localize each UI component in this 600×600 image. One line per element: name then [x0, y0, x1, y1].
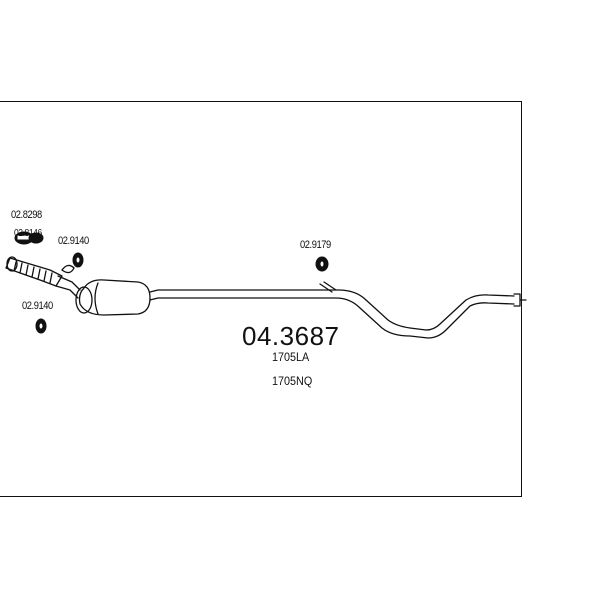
hanger-upper-icon — [72, 252, 84, 268]
callout-clamp-top: 02.8298 — [11, 209, 42, 221]
callout-clamp-top-sub: 02.8146 — [14, 228, 42, 239]
alt-code-2: 1705NQ — [272, 374, 313, 388]
flex-pipe — [5, 256, 63, 287]
middle-pipe — [149, 289, 515, 339]
alt-code-1: 1705LA — [272, 350, 310, 364]
clamp-top-icon — [14, 231, 44, 245]
drawing-frame — [0, 101, 522, 497]
flex-clamp-icon — [61, 264, 75, 274]
front-link-pipe — [55, 275, 81, 299]
callout-hanger-upper: 02.9140 — [58, 235, 89, 247]
front-silencer — [75, 279, 151, 316]
rear-hanger-pin — [319, 281, 337, 293]
tail-pipe-end — [513, 293, 527, 307]
callout-hanger-lower: 02.9140 — [22, 300, 53, 312]
hanger-rear-icon — [315, 256, 329, 272]
callout-hanger-rear: 02.9179 — [300, 239, 331, 251]
main-part-number: 04.3687 — [242, 321, 340, 351]
hanger-lower-icon — [35, 318, 47, 334]
